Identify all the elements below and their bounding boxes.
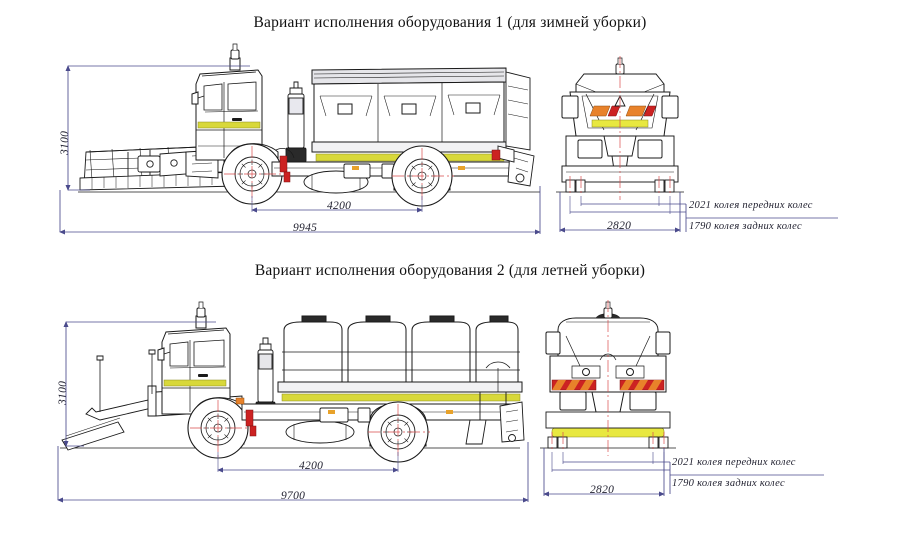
center-lines-rear2 [551, 300, 665, 456]
dim-width-variant2: 2820 [590, 484, 615, 496]
dimensions-variant2 [57, 321, 824, 503]
spreader-body [311, 67, 507, 162]
front-hydraulics [275, 148, 295, 183]
section-title-variant2: Вариант исполнения оборудования 2 (для л… [254, 262, 646, 279]
center-lines-side1 [224, 146, 454, 202]
front-wheel-2 [187, 397, 249, 459]
chassis-frame [271, 161, 517, 194]
rear-wheel-2 [367, 401, 429, 463]
snow-plow-blade [79, 145, 237, 191]
side-view-variant1 [78, 43, 540, 207]
dim-width-variant1: 2820 [607, 220, 632, 232]
chassis-frame-2 [241, 403, 521, 444]
dim-rear-track-variant2: 1790 колея задних колес [672, 478, 785, 489]
spreader-disc [591, 119, 649, 128]
center-lines-rear1 [569, 56, 671, 200]
truck-cab-2 [157, 301, 231, 415]
front-blade [61, 349, 243, 451]
hazard-markers-rear2 [551, 379, 665, 391]
side-view-variant2 [60, 301, 525, 463]
spray-bar [551, 427, 665, 438]
front-wheel [221, 143, 283, 205]
water-tank-body [277, 315, 523, 402]
rear-axle-assembly-2 [367, 401, 429, 463]
hydraulic-unit-2 [255, 337, 276, 416]
front-hydraulics-2 [235, 397, 257, 437]
dim-front-track-variant2: 2021 колея передних колес [672, 457, 796, 468]
dim-rear-track-variant1: 1790 колея задних колес [689, 221, 802, 232]
truck-cab [191, 43, 263, 161]
dim-wheelbase-variant1: 4200 [327, 200, 352, 212]
dim-height-variant1: 3100 [59, 130, 71, 155]
section-title-variant1: Вариант исполнения оборудования 1 (для з… [253, 14, 647, 31]
dim-front-track-variant1: 2021 колея передних колес [689, 200, 813, 211]
rear-view-variant1 [556, 56, 684, 200]
plow-push-frame [185, 149, 263, 179]
rear-view-variant2 [540, 300, 676, 456]
hydraulic-unit [285, 81, 307, 163]
dim-length-variant1: 9945 [293, 222, 318, 234]
rear-wheel [391, 145, 453, 207]
front-axle-assembly [221, 143, 283, 205]
center-lines-side2 [190, 400, 430, 458]
hazard-markers-rear1 [589, 105, 657, 117]
spreader-chute [491, 71, 535, 187]
rear-axle-assembly [391, 145, 453, 207]
rear-view-wheels [565, 179, 675, 193]
rear-spray-assembly [465, 361, 525, 445]
dim-length-variant2: 9700 [281, 490, 306, 502]
dim-height-variant2: 3100 [57, 380, 69, 405]
dim-wheelbase-variant2: 4200 [299, 460, 324, 472]
front-axle-assembly-2 [187, 397, 249, 459]
